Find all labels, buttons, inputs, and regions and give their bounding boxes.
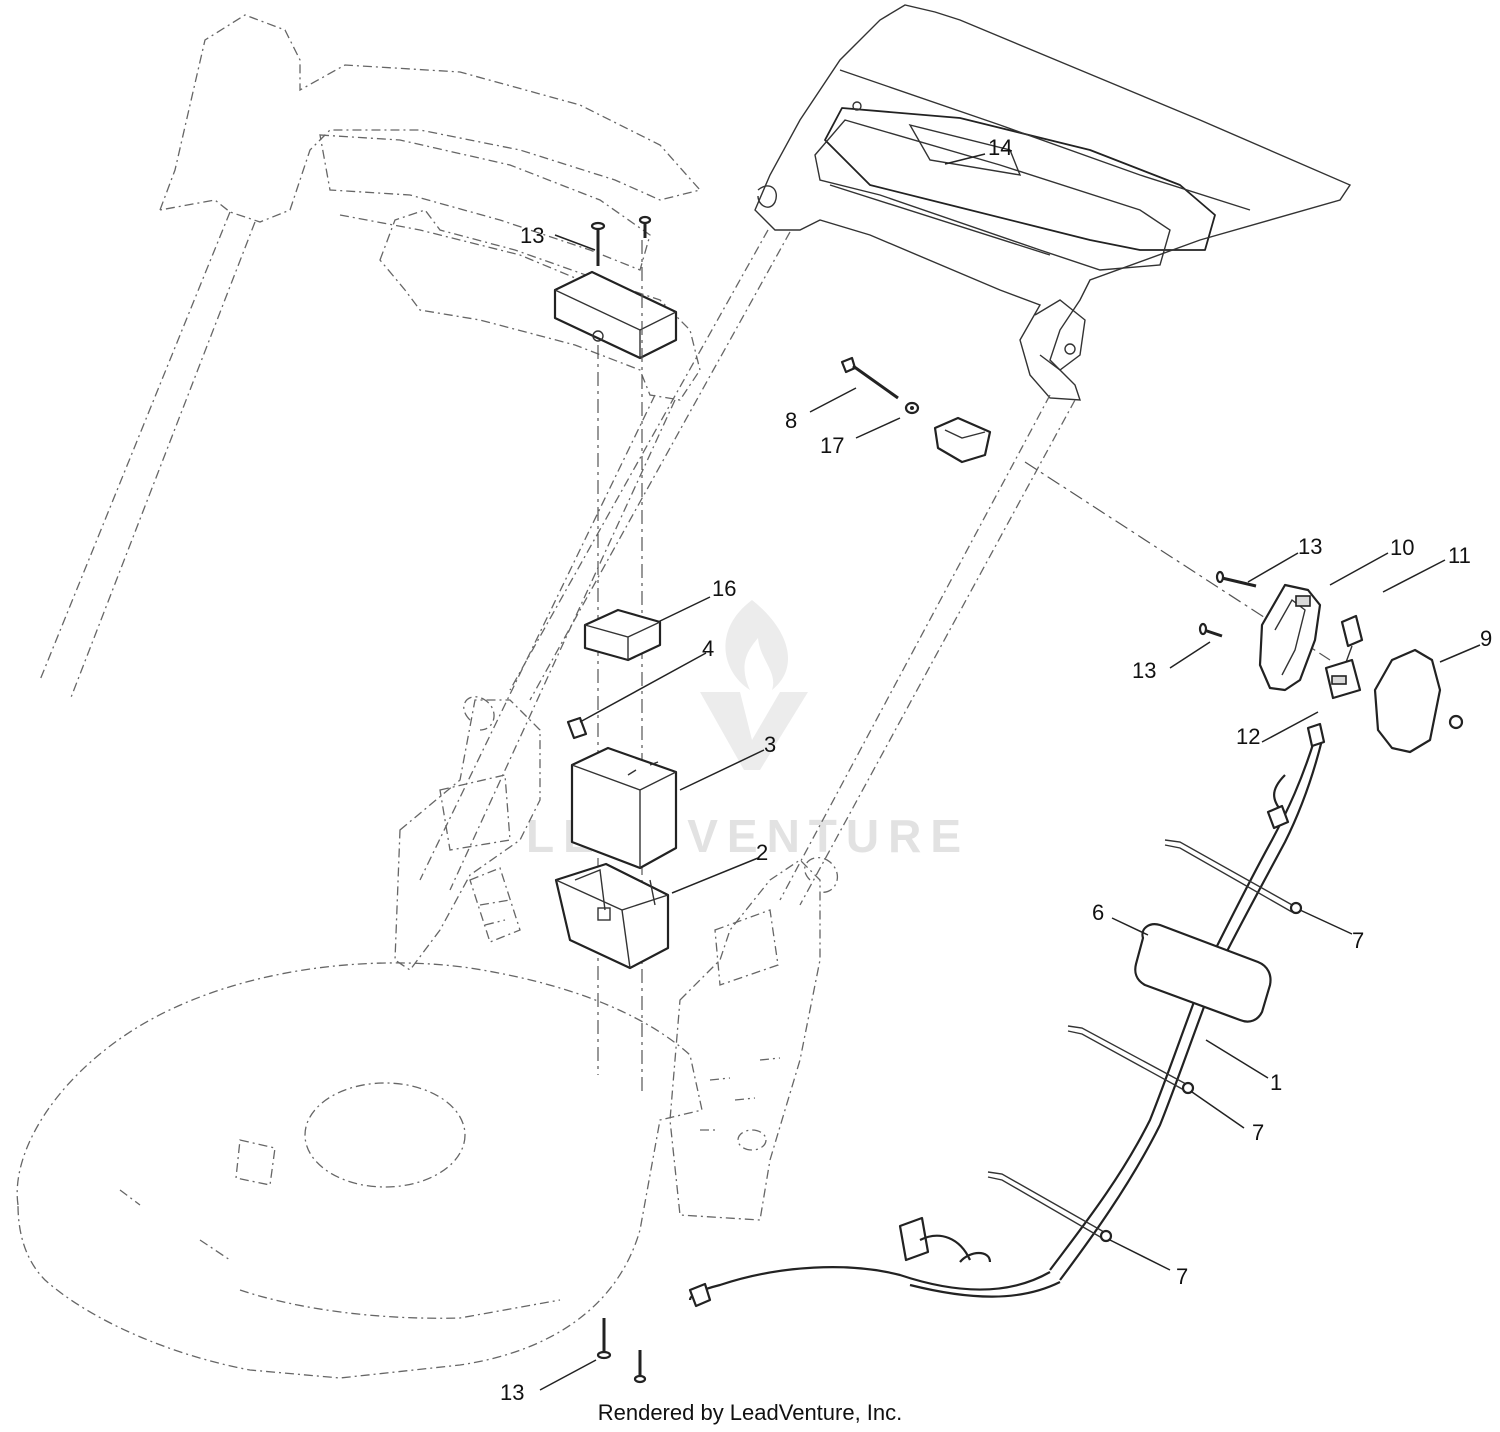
fuse-4: [566, 716, 588, 740]
callout-4: 4: [702, 636, 714, 661]
microswitch-12: [1324, 658, 1362, 700]
foam-block-16: [583, 608, 662, 662]
top-handle: [509, 4, 1352, 906]
callout-11: 11: [1448, 543, 1471, 568]
pad-6: [1134, 923, 1272, 1023]
lower-handle-brackets-ghost: [394, 696, 839, 1221]
callout-12: 12: [1236, 724, 1260, 749]
cable-tie-7-a: [1164, 839, 1303, 915]
callout-13-top: 13: [520, 223, 544, 248]
battery-cover: [553, 215, 678, 360]
callout-2: 2: [756, 840, 768, 865]
callout-labels: 14 13 8 17 13 10 11 9 13 16 4 3 12 2 6 7…: [500, 135, 1492, 1405]
battery-tray-2: [554, 862, 670, 970]
footer-credit: Rendered by LeadVenture, Inc.: [598, 1400, 903, 1425]
callout-6: 6: [1092, 900, 1104, 925]
callout-7-middle: 7: [1252, 1120, 1264, 1145]
callout-3: 3: [764, 732, 776, 757]
callout-7-lower: 7: [1176, 1264, 1188, 1289]
switch-housing-10: [1258, 583, 1322, 692]
bolt-8: [840, 356, 899, 400]
watermark-v-logo-icon: [700, 692, 808, 770]
mower-deck-ghost: [16, 962, 703, 1379]
callout-16: 16: [712, 576, 736, 601]
cable-tie-7-c: [987, 1171, 1113, 1243]
cable-tie-7-b: [1067, 1025, 1195, 1095]
callout-13-right-mid: 13: [1132, 658, 1156, 683]
watermark-flame-icon: [725, 600, 789, 690]
upper-handle-ghost: [39, 14, 1216, 891]
callout-7-upper: 7: [1352, 928, 1364, 953]
callout-10: 10: [1390, 535, 1414, 560]
washer-17: [904, 401, 920, 415]
bottom-screws-13: [596, 1318, 647, 1384]
callout-1: 1: [1270, 1070, 1282, 1095]
battery-3: [570, 746, 678, 870]
switch-block: [933, 416, 992, 464]
callout-13-right-top: 13: [1298, 534, 1322, 559]
callout-8: 8: [785, 408, 797, 433]
handle-cover-14: [824, 107, 1216, 251]
callout-14: 14: [988, 135, 1012, 160]
callout-9: 9: [1480, 626, 1492, 651]
callout-13-bottom: 13: [500, 1380, 524, 1405]
callout-17: 17: [820, 433, 844, 458]
knob-11: [1340, 614, 1364, 666]
bail-cover-9: [1373, 648, 1464, 754]
screws-13-right: [1198, 570, 1257, 638]
leader-lines: [539, 153, 1481, 1391]
